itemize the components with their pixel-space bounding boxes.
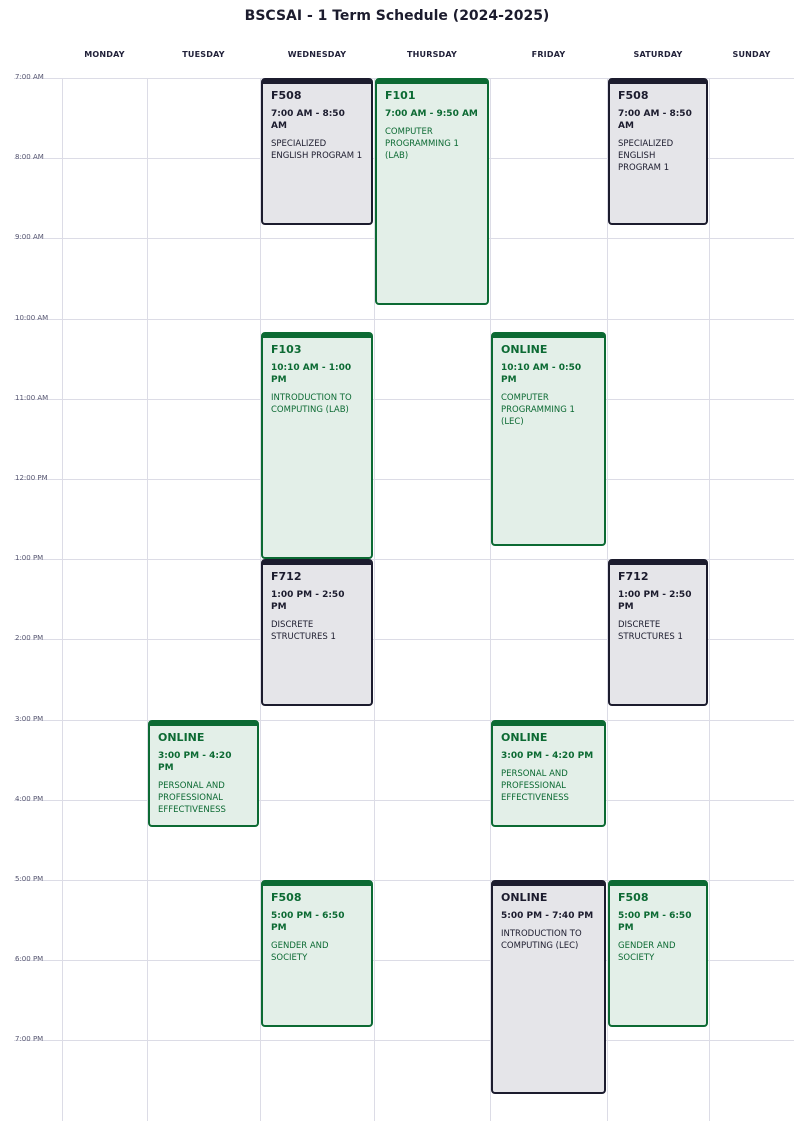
event-card-discrete-structures-1[interactable]: F712 1:00 PM - 2:50 PM DISCRETE STRUCTURES… [608,559,708,706]
event-card-gender-and-society[interactable]: F508 5:00 PM - 6:50 PM GENDER AND SOCIETY [608,880,708,1027]
time-label-9-00-am: 9:00 AM [15,233,44,241]
event-room: F508 [271,89,302,102]
time-label-11-00-am: 11:00 AM [15,394,49,402]
hour-line [14,800,794,801]
event-time: 5:00 PM - 6:50 PM [618,911,692,933]
event-time: 7:00 AM - 9:50 AM [385,109,478,119]
event-room: ONLINE [158,731,205,744]
event-time: 3:00 PM - 4:20 PM [158,751,232,773]
hour-line [14,720,794,721]
event-room: F508 [271,891,302,904]
event-course: GENDER AND SOCIETY [271,941,329,963]
event-course: DISCRETE STRUCTURES 1 [271,620,336,642]
event-course: INTRODUCTION TO COMPUTING (LEC) [501,929,582,951]
day-header-saturday: SATURDAY [633,50,683,59]
event-room: ONLINE [501,343,548,356]
hour-line [14,1040,794,1041]
column-divider [260,78,261,1121]
event-course: DISCRETE STRUCTURES 1 [618,620,683,642]
event-time: 10:10 AM - 0:50 PM [501,363,582,385]
event-card-specialized-english-program-1[interactable]: F508 7:00 AM - 8:50 AM SPECIALIZED ENGLISH… [261,78,373,225]
hour-line [14,399,794,400]
day-header-sunday: SUNDAY [732,50,771,59]
event-course: SPECIALIZED ENGLISH PROGRAM 1 [271,139,363,161]
event-course: COMPUTER PROGRAMMING 1 (LEC) [501,393,575,427]
column-divider [147,78,148,1121]
event-time: 5:00 PM - 6:50 PM [271,911,345,933]
column-divider [607,78,608,1121]
time-label-6-00-pm: 6:00 PM [15,955,44,963]
event-room: F508 [618,89,649,102]
day-header-thursday: THURSDAY [406,50,458,59]
event-course: PERSONAL AND PROFESSIONAL EFFECTIVENESS [158,781,226,815]
event-course: GENDER AND SOCIETY [618,941,676,963]
event-card-discrete-structures-1[interactable]: F712 1:00 PM - 2:50 PM DISCRETE STRUCTURES… [261,559,373,706]
time-label-1-00-pm: 1:00 PM [15,554,44,562]
event-room: ONLINE [501,891,548,904]
event-course: COMPUTER PROGRAMMING 1 (LAB) [385,127,459,161]
event-card-specialized-english-program-1[interactable]: F508 7:00 AM - 8:50 AM SPECIALIZED ENGLISH… [608,78,708,225]
event-card-personal-and-professional-effectiveness[interactable]: ONLINE 3:00 PM - 4:20 PM PERSONAL AND PROF… [148,720,259,827]
event-card-introduction-to-computing-lec[interactable]: ONLINE 5:00 PM - 7:40 PM INTRODUCTION TO C… [491,880,606,1094]
day-header-friday: FRIDAY [531,50,566,59]
time-label-12-00-pm: 12:00 PM [15,474,48,482]
hour-line [14,559,794,560]
event-time: 5:00 PM - 7:40 PM [501,911,594,921]
day-header-wednesday: WEDNESDAY [287,50,347,59]
time-label-4-00-pm: 4:00 PM [15,795,44,803]
time-label-3-00-pm: 3:00 PM [15,715,44,723]
event-card-gender-and-society[interactable]: F508 5:00 PM - 6:50 PM GENDER AND SOCIETY [261,880,373,1027]
event-room: F712 [618,570,649,583]
event-course: INTRODUCTION TO COMPUTING (LAB) [271,393,352,415]
event-room: F103 [271,343,302,356]
time-label-5-00-pm: 5:00 PM [15,875,44,883]
event-card-computer-programming-1-lab[interactable]: F101 7:00 AM - 9:50 AM COMPUTER PROGRAMMIN… [375,78,489,305]
event-course: SPECIALIZED ENGLISH PROGRAM 1 [618,139,674,173]
column-divider [62,78,63,1121]
event-card-introduction-to-computing-lab[interactable]: F103 10:10 AM - 1:00 PM INTRODUCTION TO CO… [261,332,373,559]
time-label-7-00-am: 7:00 AM [15,73,44,81]
day-header-tuesday: TUESDAY [182,50,225,59]
hour-line [14,880,794,881]
event-course: PERSONAL AND PROFESSIONAL EFFECTIVENESS [501,769,569,803]
time-label-10-00-am: 10:00 AM [15,314,49,322]
column-divider [490,78,491,1121]
column-divider [374,78,375,1121]
column-divider [709,78,710,1121]
hour-line [14,960,794,961]
day-header-monday: MONDAY [84,50,125,59]
event-card-personal-and-professional-effectiveness[interactable]: ONLINE 3:00 PM - 4:20 PM PERSONAL AND PROF… [491,720,606,827]
event-time: 3:00 PM - 4:20 PM [501,751,594,761]
event-time: 1:00 PM - 2:50 PM [618,590,692,612]
event-time: 7:00 AM - 8:50 AM [271,109,345,131]
event-room: F712 [271,570,302,583]
event-room: F508 [618,891,649,904]
time-label-8-00-am: 8:00 AM [15,153,44,161]
event-room: ONLINE [501,731,548,744]
event-time: 1:00 PM - 2:50 PM [271,590,345,612]
hour-line [14,639,794,640]
time-label-2-00-pm: 2:00 PM [15,634,44,642]
event-room: F101 [385,89,416,102]
time-label-7-00-pm: 7:00 PM [15,1035,44,1043]
page-title: BSCSAI - 1 Term Schedule (2024-2025) [244,8,550,24]
event-card-computer-programming-1-lec[interactable]: ONLINE 10:10 AM - 0:50 PM COMPUTER PROGRAM… [491,332,606,546]
event-time: 7:00 AM - 8:50 AM [618,109,692,131]
event-time: 10:10 AM - 1:00 PM [271,363,352,385]
hour-line [14,319,794,320]
hour-line [14,479,794,480]
